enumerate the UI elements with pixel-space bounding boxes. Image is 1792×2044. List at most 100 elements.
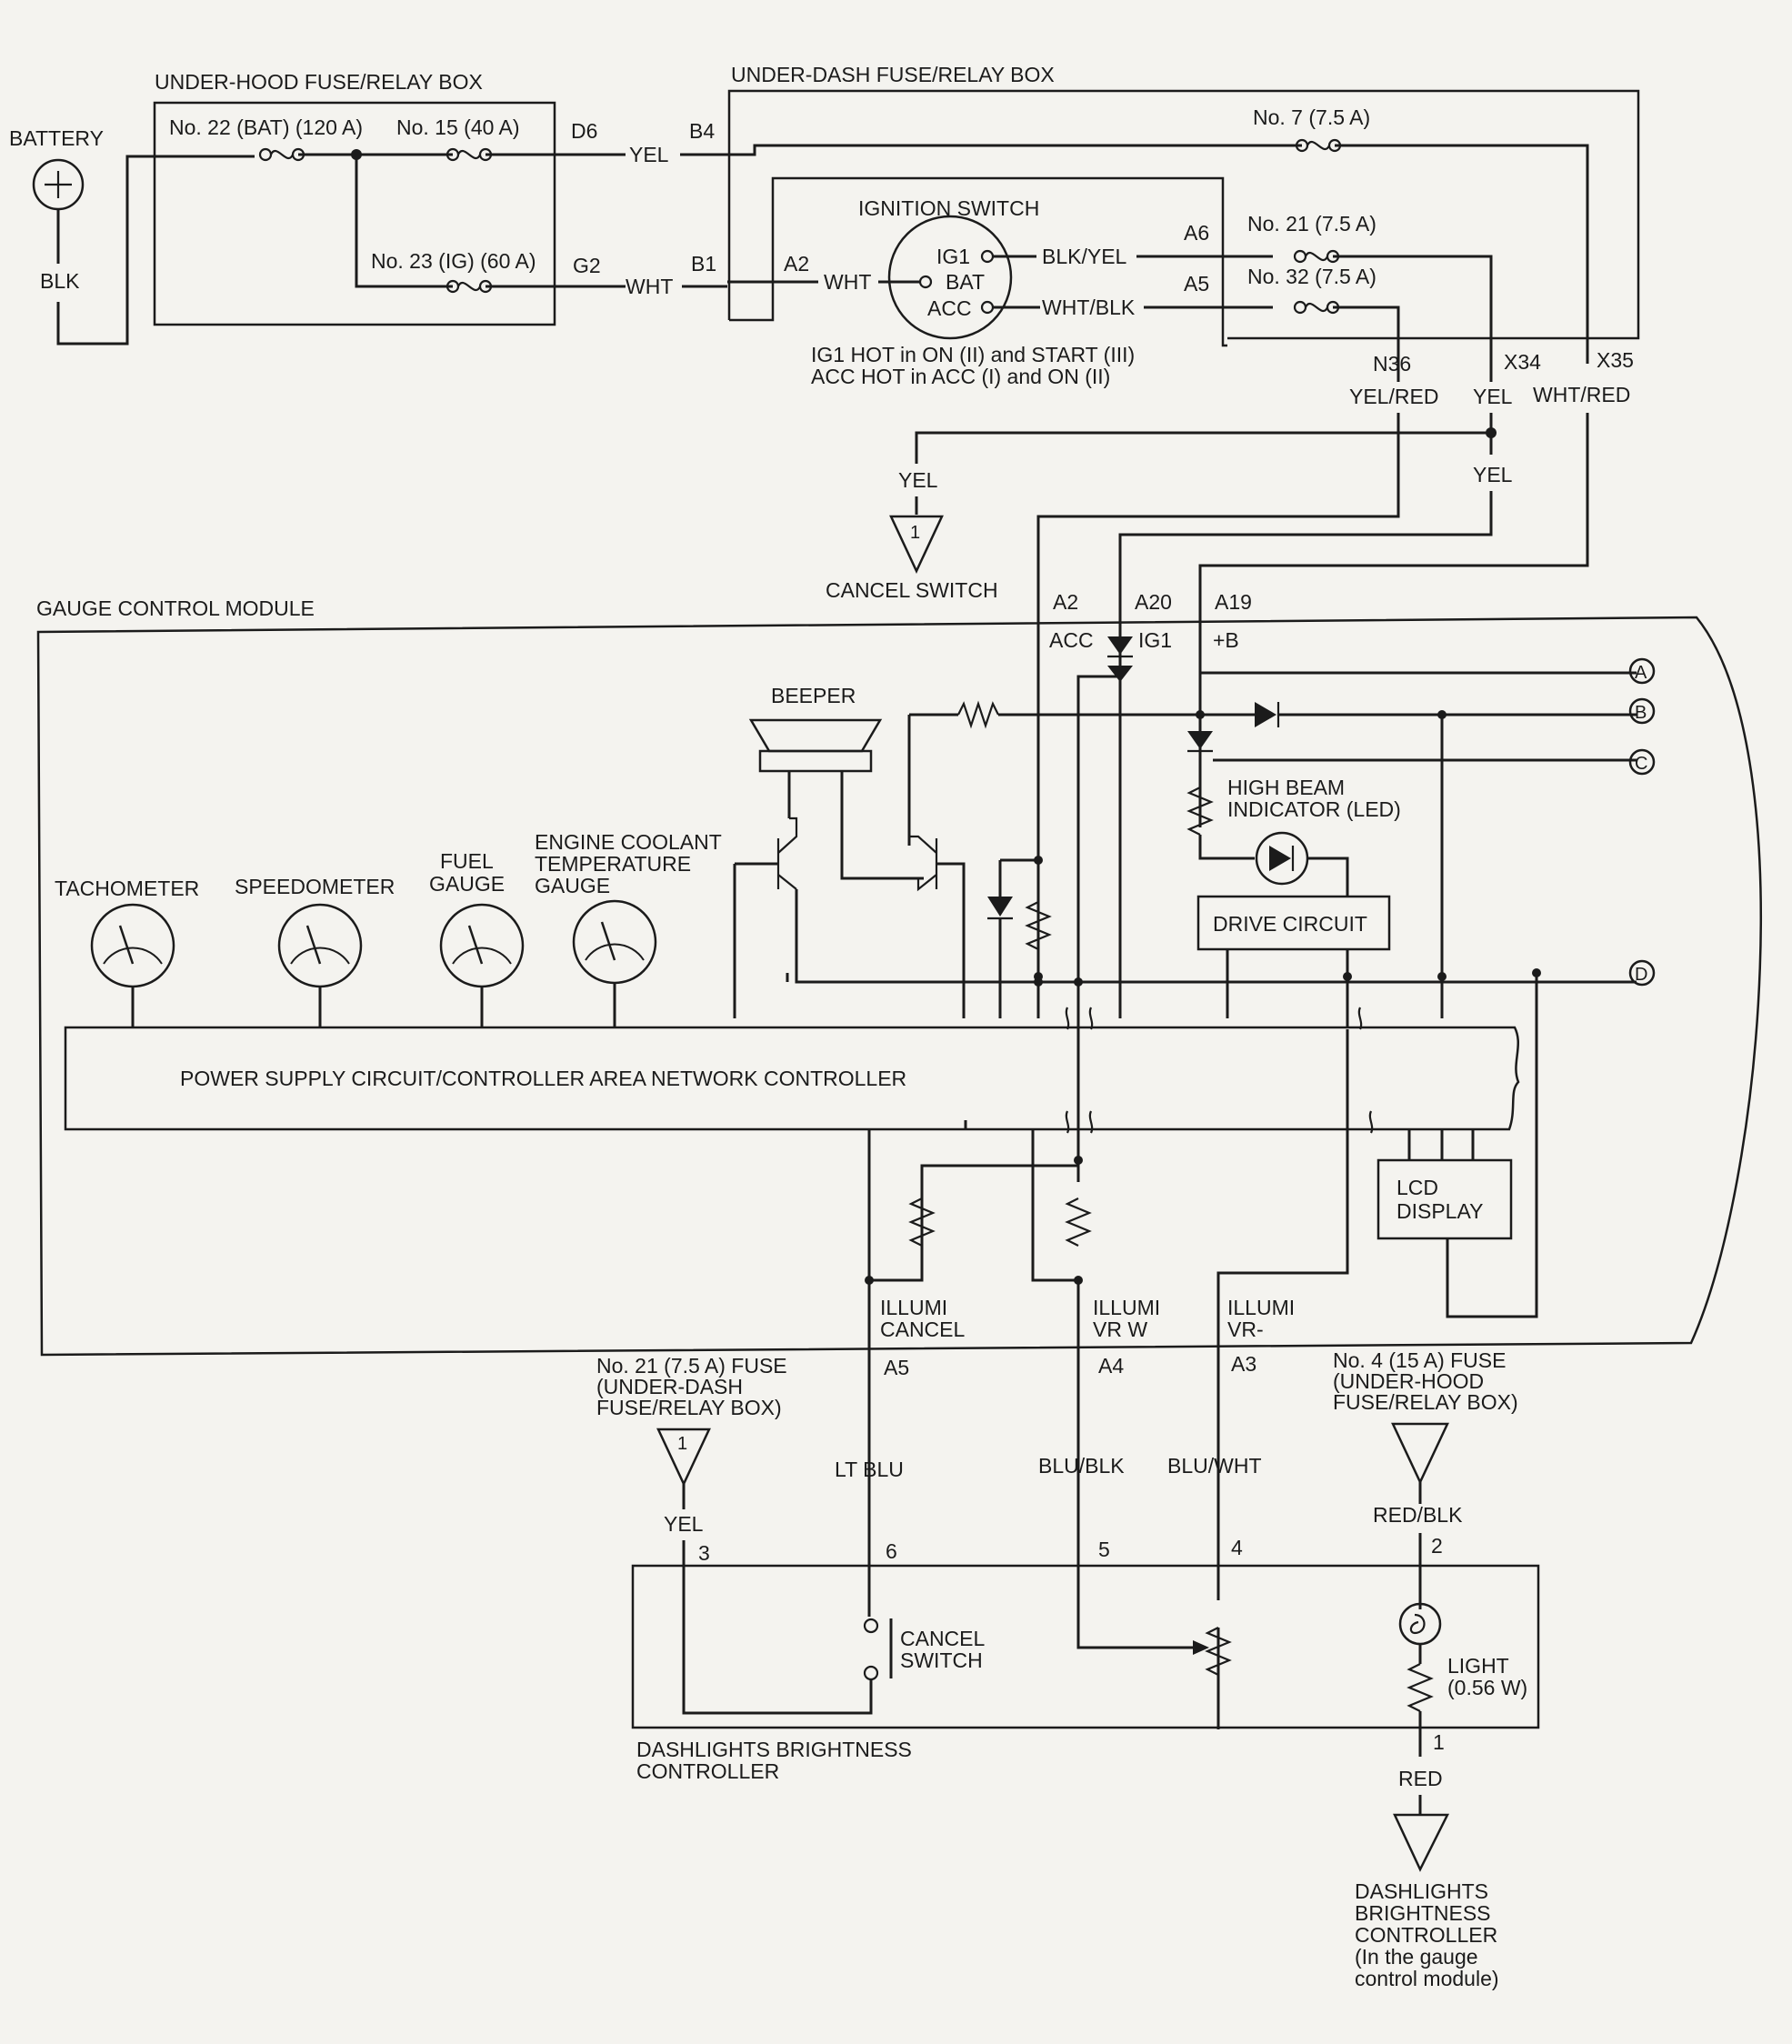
under-dash-fuse-box bbox=[729, 176, 1227, 347]
connector-a bbox=[1628, 657, 1656, 685]
illumi-cancel-label-2: CANCEL bbox=[880, 1318, 966, 1341]
dest-connector bbox=[1393, 1813, 1450, 1872]
illumi-vrw-label-1: ILLUMI bbox=[1093, 1296, 1160, 1319]
fuse4-connector bbox=[1391, 1422, 1449, 1485]
term-a2-ign: A2 bbox=[784, 252, 809, 276]
cancel-switch-contact-bottom bbox=[863, 1665, 879, 1681]
connector-c-label: C bbox=[1635, 754, 1647, 774]
fuse4-ref-3: FUSE/RELAY BOX) bbox=[1333, 1390, 1518, 1414]
pin-1: 1 bbox=[1433, 1730, 1445, 1754]
controller-label-1: DASHLIGHTS BRIGHTNESS bbox=[636, 1738, 912, 1761]
term-b1: B1 bbox=[691, 252, 716, 276]
fuse-23-label: No. 23 (IG) (60 A) bbox=[371, 249, 536, 273]
term-g2: G2 bbox=[573, 254, 601, 277]
wire-red-blk: RED/BLK bbox=[1373, 1503, 1463, 1527]
term-a6: A6 bbox=[1184, 221, 1209, 245]
fuse-23-symbol bbox=[445, 279, 493, 294]
under-hood-box-label: UNDER-HOOD FUSE/RELAY BOX bbox=[155, 70, 483, 94]
harness-n36: N36 bbox=[1373, 352, 1411, 376]
pin-a4: A4 bbox=[1098, 1354, 1124, 1378]
drive-circuit bbox=[1196, 895, 1391, 951]
pin-plus-b: +B bbox=[1213, 628, 1239, 652]
tachometer-label: TACHOMETER bbox=[55, 877, 199, 900]
ignition-acc: ACC bbox=[927, 296, 972, 320]
fuse-21-symbol bbox=[1293, 249, 1340, 264]
wire-yel-branch: YEL bbox=[1473, 463, 1513, 486]
tachometer-gauge bbox=[90, 903, 175, 988]
ect-label-1: ENGINE COOLANT bbox=[535, 830, 722, 854]
lcd-label-1: LCD bbox=[1397, 1176, 1438, 1199]
illumi-vr-label-2: VR- bbox=[1227, 1318, 1264, 1341]
fuse-15-label: No. 15 (40 A) bbox=[396, 115, 520, 139]
high-beam-label-1: HIGH BEAM bbox=[1227, 776, 1345, 799]
controller-label-2: CONTROLLER bbox=[636, 1759, 779, 1783]
fuse-32-symbol bbox=[1293, 300, 1340, 315]
fuse-21-label: No. 21 (7.5 A) bbox=[1247, 212, 1377, 235]
speedometer-label: SPEEDOMETER bbox=[235, 875, 395, 898]
light-label-1: LIGHT bbox=[1447, 1654, 1509, 1678]
break-marks bbox=[1065, 1007, 1374, 1134]
pin-3: 3 bbox=[698, 1541, 710, 1565]
cancel-switch-num: 1 bbox=[910, 523, 920, 543]
ect-gauge bbox=[572, 899, 657, 985]
fuel-gauge bbox=[439, 903, 525, 988]
term-a5: A5 bbox=[1184, 272, 1209, 296]
ignition-ig1: IG1 bbox=[936, 245, 970, 268]
ignition-note-2: ACC HOT in ACC (I) and ON (II) bbox=[811, 365, 1110, 388]
illumi-cancel-label-1: ILLUMI bbox=[880, 1296, 947, 1319]
fuse4-ref-2: (UNDER-HOOD bbox=[1333, 1369, 1484, 1393]
wire-yel-x34: YEL bbox=[1473, 385, 1513, 408]
pin-a5: A5 bbox=[884, 1356, 909, 1379]
ignition-switch bbox=[887, 215, 1013, 340]
ignition-note-1: IG1 HOT in ON (II) and START (III) bbox=[811, 343, 1135, 366]
battery-wire-label: BLK bbox=[40, 269, 80, 293]
cancel-switch-contact-top bbox=[863, 1618, 879, 1634]
battery-label: BATTERY bbox=[9, 126, 104, 150]
dest-label-5: control module) bbox=[1355, 1967, 1499, 1990]
cancel-switch-ref: CANCEL SWITCH bbox=[826, 578, 998, 602]
speedometer-gauge bbox=[277, 903, 363, 988]
fuel-gauge-label-1: FUEL bbox=[440, 849, 494, 873]
wire-yel-top: YEL bbox=[629, 143, 669, 166]
fuse-22-symbol bbox=[258, 147, 305, 162]
fuse21-ref-2: (UNDER-DASH bbox=[596, 1375, 743, 1398]
illumi-vrw-label-2: VR W bbox=[1093, 1318, 1147, 1341]
beeper bbox=[748, 718, 883, 753]
ect-label-3: GAUGE bbox=[535, 874, 610, 897]
fuse4-ref-1: No. 4 (15 A) FUSE bbox=[1333, 1348, 1506, 1372]
high-beam-label-2: INDICATOR (LED) bbox=[1227, 797, 1401, 821]
fuel-gauge-label-2: GAUGE bbox=[429, 872, 505, 896]
pin-a19: A19 bbox=[1215, 590, 1252, 614]
wire-wht-red: WHT/RED bbox=[1533, 383, 1630, 406]
wire-yel-lower: YEL bbox=[664, 1512, 704, 1536]
cancel-switch-label-1: CANCEL bbox=[900, 1627, 986, 1650]
term-d6: D6 bbox=[571, 119, 597, 143]
harness-x35: X35 bbox=[1597, 348, 1634, 372]
pin-acc: ACC bbox=[1049, 628, 1094, 652]
drive-circuit-label: DRIVE CIRCUIT bbox=[1213, 912, 1367, 936]
dest-label-1: DASHLIGHTS bbox=[1355, 1879, 1488, 1903]
battery bbox=[32, 158, 85, 211]
wire-wht-blk: WHT/BLK bbox=[1042, 296, 1136, 319]
power-supply-can-controller bbox=[64, 1026, 1520, 1131]
under-hood-fuse-box bbox=[153, 101, 556, 326]
pin-a20: A20 bbox=[1135, 590, 1172, 614]
fuse-32-label: No. 32 (7.5 A) bbox=[1247, 265, 1377, 288]
pin-a3: A3 bbox=[1231, 1352, 1256, 1376]
connector-c bbox=[1628, 748, 1656, 776]
dashlight-bulb bbox=[1398, 1602, 1442, 1646]
ignition-bat: BAT bbox=[946, 270, 985, 294]
wire-blk-yel: BLK/YEL bbox=[1042, 245, 1127, 268]
cancel-switch-connector bbox=[889, 515, 944, 574]
dimmer-potentiometer[interactable] bbox=[1205, 1627, 1232, 1676]
pin-6: 6 bbox=[886, 1539, 897, 1563]
module-title: GAUGE CONTROL MODULE bbox=[36, 596, 315, 620]
fuse21-num: 1 bbox=[677, 1434, 687, 1454]
fuse21-ref-1: No. 21 (7.5 A) FUSE bbox=[596, 1354, 787, 1378]
pin-4: 4 bbox=[1231, 1536, 1243, 1559]
wire-red: RED bbox=[1398, 1767, 1443, 1790]
fuse-22-label: No. 22 (BAT) (120 A) bbox=[169, 115, 363, 139]
fuse-7-label: No. 7 (7.5 A) bbox=[1253, 105, 1370, 129]
dest-label-4: (In the gauge bbox=[1355, 1945, 1478, 1969]
